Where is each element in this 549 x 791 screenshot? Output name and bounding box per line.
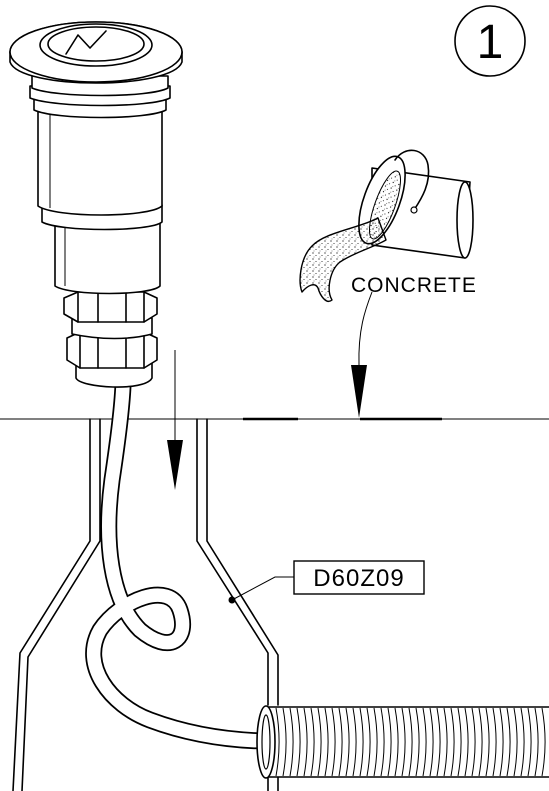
conduit-rib (450, 707, 455, 777)
conduit-rib (394, 707, 399, 777)
conduit-rib (387, 707, 392, 777)
conduit-rib (534, 707, 539, 777)
concrete-pour-arrow (351, 291, 373, 418)
light-fixture (9, 21, 183, 388)
conduit-rib (296, 707, 301, 777)
conduit-rib (520, 707, 525, 777)
conduit-rib (415, 707, 420, 777)
conduit-rib (338, 707, 343, 777)
conduit-rib (310, 707, 315, 777)
conduit-rib (492, 707, 497, 777)
conduit-rib (324, 707, 329, 777)
step-number: 1 (477, 16, 504, 69)
conduit-rib (429, 707, 434, 777)
conduit-rib (471, 707, 476, 777)
corrugated-conduit (256, 705, 549, 779)
conduit-rib (352, 707, 357, 777)
conduit-rib (282, 707, 287, 777)
conduit-rib (464, 707, 469, 777)
part-code-label: D60Z09 (293, 560, 425, 595)
conduit-rib (436, 707, 441, 777)
conduit-rib (366, 707, 371, 777)
part-code-text: D60Z09 (313, 565, 404, 592)
conduit-rib (443, 707, 448, 777)
conduit-rib (499, 707, 504, 777)
conduit-rib (373, 707, 378, 777)
conduit-rib (541, 707, 546, 777)
conduit-rib (527, 707, 532, 777)
installation-hole-outline (12, 418, 279, 791)
conduit-rib (485, 707, 490, 777)
conduit-rib (513, 707, 518, 777)
conduit-rib (457, 707, 462, 777)
conduit-rib (289, 707, 294, 777)
insert-direction-arrow (167, 350, 183, 490)
concrete-label: CONCRETE (351, 274, 477, 297)
conduit-rib (401, 707, 406, 777)
conduit-rib (380, 707, 385, 777)
part-code-leader (228, 576, 294, 604)
step-circle (454, 5, 526, 77)
conduit-rib (331, 707, 336, 777)
conduit-rib (317, 707, 322, 777)
conduit-rib (408, 707, 413, 777)
power-cable (85, 384, 263, 750)
conduit-rib (478, 707, 483, 777)
conduit-ribs (275, 707, 546, 777)
conduit-rib (506, 707, 511, 777)
step-badge: 1 (454, 5, 526, 77)
conduit-rib (359, 707, 364, 777)
conduit-rib (422, 707, 427, 777)
conduit-rib (345, 707, 350, 777)
conduit-rib (303, 707, 308, 777)
conduit-rib (275, 707, 280, 777)
lightning-icon (65, 30, 107, 55)
concrete-stream (299, 217, 387, 302)
